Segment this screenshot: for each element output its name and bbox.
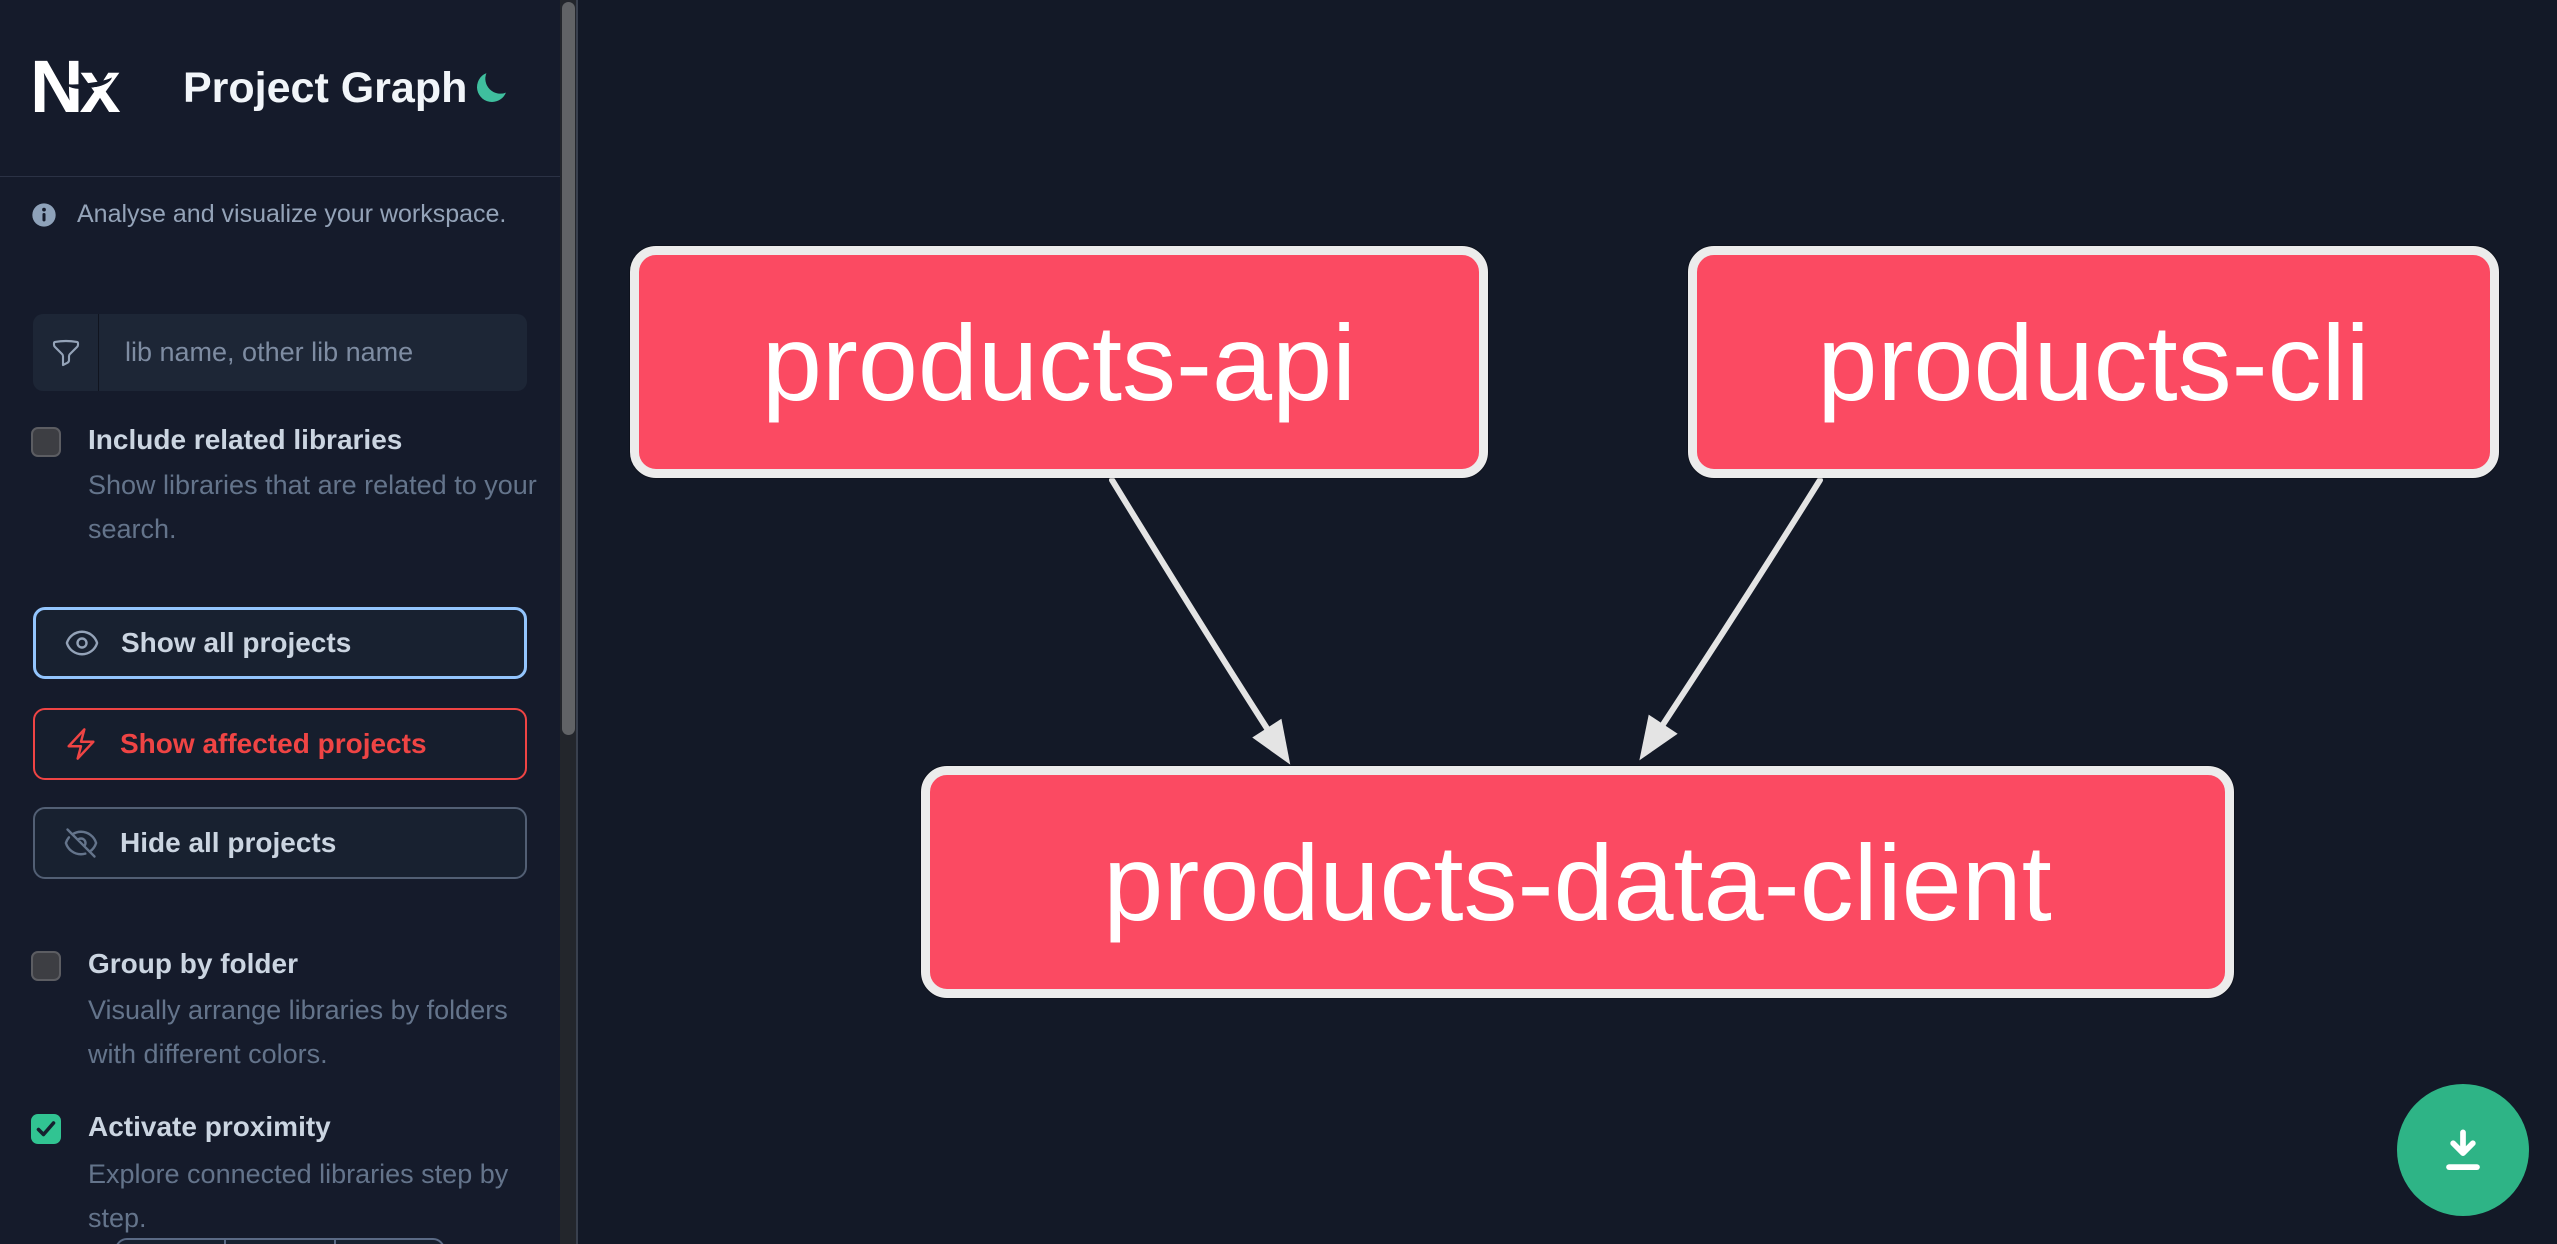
proximity-stepper-value [226,1240,336,1244]
theme-toggle-button[interactable] [466,62,518,114]
proximity-stepper[interactable] [115,1238,445,1244]
project-node-products-api[interactable]: products-api [630,246,1488,478]
workspace-info-text: Analyse and visualize your workspace. [77,200,507,228]
hide-all-projects-button[interactable]: Hide all projects [33,807,527,879]
include-related-label: Include related libraries [88,424,403,455]
sidebar-scrollbar[interactable] [560,0,578,1244]
proximity-stepper-decrement[interactable] [117,1240,227,1244]
hide-all-projects-label: Hide all projects [120,827,337,858]
lib-filter-input[interactable] [99,314,527,391]
include-related-checkbox[interactable] [31,427,61,457]
bolt-icon [67,728,95,760]
group-by-folder-description: Visually arrange libraries by folders wi… [88,995,508,1069]
download-icon [2446,1129,2480,1170]
search-icon-box [33,314,99,391]
group-by-folder-label: Group by folder [88,948,298,979]
sidebar: Nx Project Graph Analyse and visualize y… [0,0,560,1244]
edge-products-cli-to-products-data-client[interactable] [1639,477,1823,761]
workspace-info: Analyse and visualize your workspace. [30,200,530,229]
search-box [33,314,527,391]
graph-canvas[interactable]: products-api products-cli products-data-… [580,0,2557,1244]
nx-logo: Nx [30,45,121,128]
project-node-products-cli[interactable]: products-cli [1688,246,2499,478]
eye-slash-icon [64,828,98,858]
moon-icon [477,72,506,102]
include-related-description: Show libraries that are related to your … [88,470,537,544]
show-all-projects-button[interactable]: Show all projects [33,607,527,679]
show-affected-projects-label: Show affected projects [120,728,427,759]
show-affected-projects-button[interactable]: Show affected projects [33,708,527,780]
info-icon [32,202,56,227]
sidebar-scrollbar-thumb[interactable] [562,2,575,735]
proximity-stepper-increment[interactable] [336,1240,443,1244]
activate-proximity-checkbox[interactable] [31,1114,61,1144]
eye-icon [65,630,99,656]
project-node-products-data-client[interactable]: products-data-client [921,766,2234,998]
activate-proximity-description: Explore connected libraries step by step… [88,1159,509,1233]
group-by-folder-checkbox[interactable] [31,951,61,981]
show-all-projects-label: Show all projects [121,627,352,658]
checkmark-icon [36,1121,56,1137]
filter-funnel-icon [52,339,79,366]
app-title: Project Graph [183,64,468,112]
activate-proximity-label: Activate proximity [88,1111,331,1142]
download-graph-button[interactable] [2397,1084,2529,1216]
edge-products-api-to-products-data-client[interactable] [1109,477,1291,765]
app-header: Nx Project Graph [0,0,560,177]
